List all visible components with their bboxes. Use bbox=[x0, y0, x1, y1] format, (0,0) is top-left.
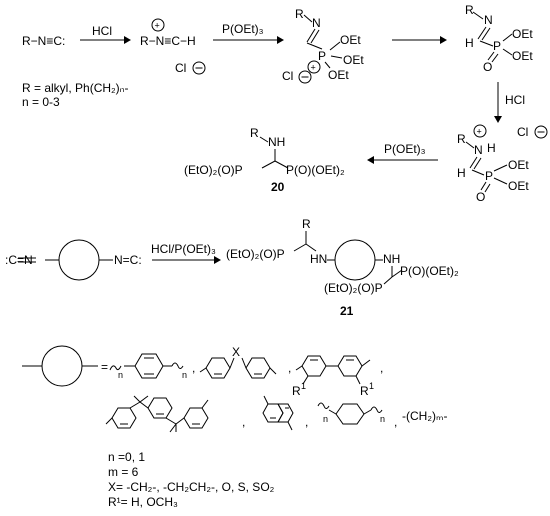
arrow-hcl-head bbox=[124, 36, 131, 44]
svg-text:N: N bbox=[312, 16, 321, 30]
svg-text:H: H bbox=[487, 141, 496, 155]
svg-text:R: R bbox=[292, 384, 301, 398]
svg-text:,: , bbox=[305, 415, 308, 429]
svg-text:+: + bbox=[155, 21, 160, 31]
svg-text:,: , bbox=[394, 415, 397, 429]
svg-text:OEt: OEt bbox=[512, 27, 533, 41]
benzene-ring-icon bbox=[111, 407, 137, 429]
svg-text:NH: NH bbox=[383, 252, 400, 266]
arrow-phosphite-back-head bbox=[367, 156, 374, 164]
reagent-hcl: HCl bbox=[92, 24, 112, 38]
svg-text:+: + bbox=[311, 63, 316, 73]
product-20-left: (EtO)₂(O)P bbox=[184, 163, 243, 177]
arrow-phosphite-head bbox=[277, 36, 284, 44]
isocyanide-left: :C=N bbox=[5, 253, 33, 267]
alkyl-chain-linker: -(CH₂)ₘ- bbox=[402, 409, 447, 423]
benzene-ring-icon bbox=[337, 355, 363, 377]
svg-text:OEt: OEt bbox=[508, 158, 529, 172]
svg-text:n: n bbox=[323, 414, 328, 424]
arrow-elimination-head bbox=[440, 36, 447, 44]
svg-text:1: 1 bbox=[301, 381, 306, 391]
benzene-ring-icon bbox=[245, 357, 271, 379]
benzene-ring-icon bbox=[183, 407, 209, 429]
svg-text:HN: HN bbox=[310, 252, 327, 266]
naphthalene-ring-icon bbox=[277, 403, 294, 423]
spacer-ring-icon bbox=[41, 345, 83, 387]
svg-text:OEt: OEt bbox=[340, 33, 361, 47]
svg-text:Cl: Cl bbox=[517, 125, 528, 139]
negative-charge-icon bbox=[298, 70, 312, 84]
svg-text:H: H bbox=[457, 166, 466, 180]
chloride-ion: Cl bbox=[175, 61, 186, 75]
svg-text:N: N bbox=[484, 13, 493, 27]
product-20-right: P(O)(OEt)₂ bbox=[286, 163, 345, 177]
svg-text:OEt: OEt bbox=[343, 53, 364, 67]
svg-text:OEt: OEt bbox=[508, 179, 529, 193]
m-values: m = 6 bbox=[108, 465, 139, 479]
svg-text:R: R bbox=[465, 3, 474, 17]
svg-text:n: n bbox=[380, 414, 385, 424]
svg-text:R: R bbox=[250, 126, 259, 140]
negative-charge-icon bbox=[534, 125, 548, 139]
isocyanide-reactant: R−N≡C: bbox=[22, 34, 65, 48]
nitrilium-ion: R−N≡C−H bbox=[140, 34, 196, 48]
svg-text:,: , bbox=[242, 415, 245, 429]
svg-text:NH: NH bbox=[268, 135, 285, 149]
reagent-phosphite: P(OEt)₃ bbox=[222, 22, 264, 36]
svg-text:N: N bbox=[474, 143, 483, 157]
n-definition: n = 0-3 bbox=[22, 95, 60, 109]
product-21-lower: (EtO)₂(O)P bbox=[324, 281, 383, 295]
svg-text:Cl: Cl bbox=[282, 69, 293, 83]
svg-text:R: R bbox=[302, 217, 311, 231]
svg-text:P: P bbox=[493, 39, 501, 53]
svg-text:,: , bbox=[288, 361, 291, 375]
positive-charge-icon bbox=[307, 60, 321, 74]
spacer-ring-icon bbox=[334, 239, 376, 281]
svg-text:OEt: OEt bbox=[512, 49, 533, 63]
svg-text:R: R bbox=[457, 132, 466, 146]
equals-sign: = bbox=[101, 360, 108, 374]
svg-text:n: n bbox=[182, 370, 187, 380]
svg-text:R: R bbox=[360, 384, 369, 398]
svg-text:OEt: OEt bbox=[328, 68, 349, 82]
svg-text:R: R bbox=[295, 7, 304, 21]
svg-text:H: H bbox=[465, 36, 474, 50]
svg-text:P: P bbox=[485, 169, 493, 183]
n-values: n =0, 1 bbox=[108, 450, 146, 464]
arrow-hcl-phosphite-head bbox=[214, 256, 221, 264]
r-definition: R = alkyl, Ph(CH₂)ₙ- bbox=[22, 81, 129, 95]
benzene-ring-icon bbox=[205, 357, 231, 379]
svg-text:P: P bbox=[318, 49, 326, 63]
svg-text:O: O bbox=[476, 190, 485, 204]
svg-text:1: 1 bbox=[369, 381, 374, 391]
isocyanide-right: N=C: bbox=[114, 253, 142, 267]
reagent-phosphite-back: P(OEt)₃ bbox=[384, 142, 426, 156]
negative-charge-icon bbox=[192, 61, 206, 75]
cyclohexane-ring-icon bbox=[335, 403, 365, 425]
svg-text:O: O bbox=[483, 60, 492, 74]
reagent-hcl-down: HCl bbox=[505, 93, 525, 107]
x-values: X= -CH₂-, -CH₂CH₂-, O, S, SO₂ bbox=[108, 480, 275, 494]
svg-text:,: , bbox=[192, 361, 195, 375]
product-21-left: (EtO)₂(O)P bbox=[226, 247, 285, 261]
compound-label-20: 20 bbox=[271, 180, 285, 194]
benzene-ring-icon bbox=[301, 355, 327, 377]
arrow-hcl-down-head bbox=[494, 116, 502, 123]
svg-text:n: n bbox=[118, 370, 123, 380]
spacer-ring-icon bbox=[58, 239, 100, 281]
x-bridge-atom: X bbox=[232, 345, 240, 359]
r1-values: R¹= H, OCH₃ bbox=[108, 495, 178, 509]
positive-charge-icon bbox=[473, 124, 487, 138]
positive-charge-icon bbox=[151, 18, 165, 32]
reagent-hcl-phosphite: HCl/P(OEt)₃ bbox=[151, 242, 216, 256]
svg-text:,: , bbox=[380, 361, 383, 375]
compound-label-21: 21 bbox=[340, 304, 354, 318]
benzene-ring-icon bbox=[147, 397, 173, 419]
svg-text:+: + bbox=[477, 127, 482, 137]
product-21-right: P(O)(OEt)₂ bbox=[400, 264, 459, 278]
